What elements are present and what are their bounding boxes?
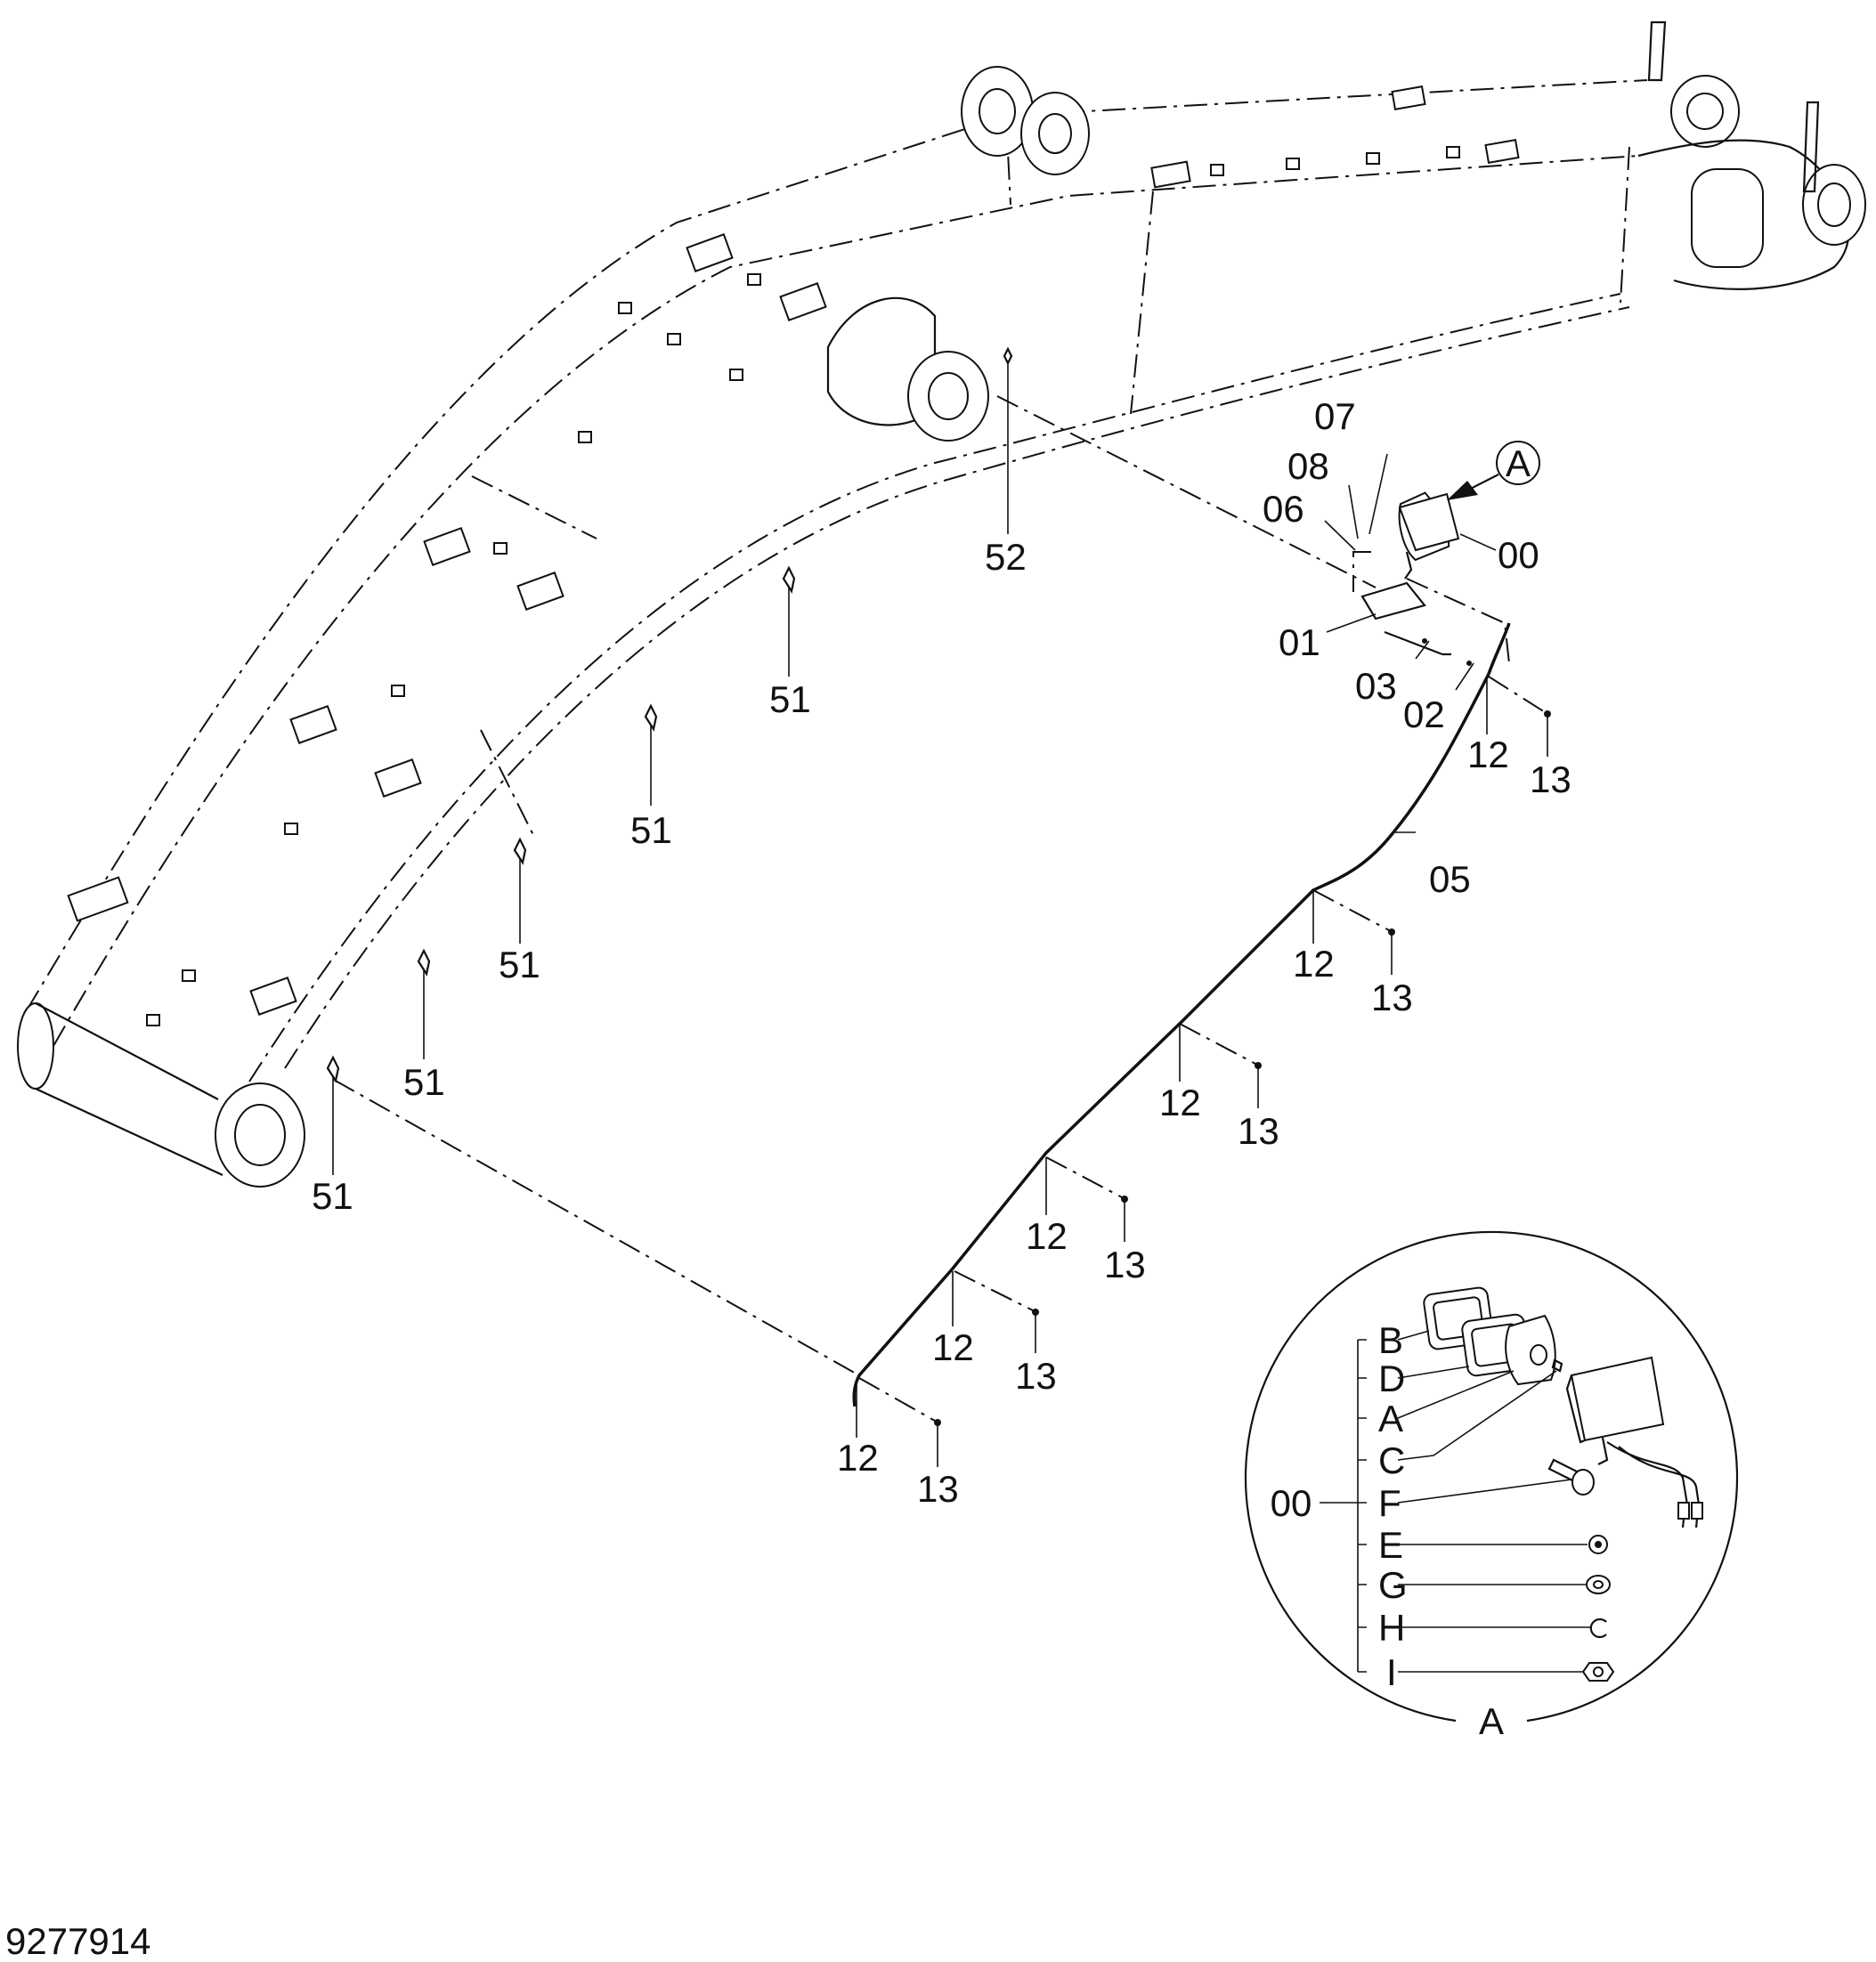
callout-01: 01: [1279, 621, 1320, 663]
callout-13: 13: [1104, 1244, 1146, 1285]
drawing-number: 9277914: [5, 1920, 151, 1962]
callout-52: 52: [985, 536, 1027, 578]
callout-51: 51: [630, 809, 672, 851]
callout-13: 13: [1371, 977, 1413, 1018]
callout-12: 12: [837, 1437, 879, 1479]
boom-outline: [17, 20, 1866, 1188]
callout-13: 13: [1015, 1355, 1057, 1397]
callout-13: 13: [1238, 1110, 1279, 1152]
callout-06: 06: [1263, 488, 1304, 530]
callout-13: 13: [917, 1468, 959, 1510]
detail-part-a: A: [1378, 1398, 1403, 1439]
detail-view-caption: A: [1479, 1700, 1504, 1742]
detail-part-d: D: [1378, 1358, 1405, 1399]
callout-labels: 07 08 06 00 01 03 02 12 13 05 12 13 12 1…: [312, 395, 1571, 1510]
detail-view-a: A 00 B D A C F E G H I: [1244, 1230, 1739, 1742]
detail-part-f: F: [1378, 1482, 1401, 1524]
callout-leaders: [332, 361, 1548, 1467]
callout-12: 12: [1467, 734, 1509, 775]
callout-12: 12: [1159, 1082, 1201, 1123]
callout-03: 03: [1355, 665, 1397, 707]
callout-51: 51: [769, 678, 811, 720]
work-lamp-assembly: [1352, 491, 1510, 666]
detail-group-label: 00: [1271, 1482, 1312, 1524]
detail-part-b: B: [1378, 1319, 1403, 1361]
callout-12: 12: [1293, 943, 1335, 985]
detail-a-callout: A: [1447, 441, 1540, 500]
callout-05: 05: [1429, 858, 1471, 900]
callout-02: 02: [1403, 693, 1445, 735]
callout-51: 51: [499, 944, 540, 985]
callout-07: 07: [1314, 395, 1356, 437]
detail-part-i: I: [1386, 1651, 1397, 1693]
callout-13: 13: [1530, 758, 1571, 800]
callout-00: 00: [1498, 534, 1539, 576]
callout-12: 12: [1026, 1215, 1068, 1257]
callout-51: 51: [403, 1061, 445, 1103]
callout-51: 51: [312, 1175, 353, 1217]
detail-a-callout-tag: A: [1506, 442, 1531, 484]
callout-08: 08: [1287, 445, 1329, 487]
callout-12: 12: [932, 1326, 974, 1368]
detail-part-c: C: [1378, 1439, 1405, 1481]
